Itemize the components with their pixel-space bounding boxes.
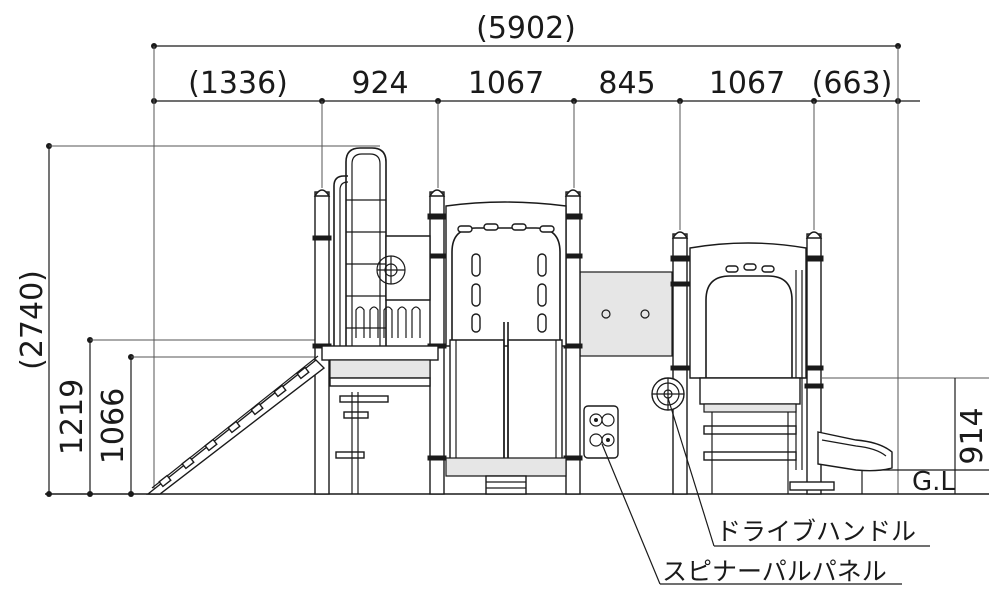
- callout-leaders: [601, 397, 930, 585]
- drive-handle: [651, 377, 685, 411]
- dimension-segment-4: 845: [598, 66, 655, 101]
- height-1219-label: 1219: [55, 379, 90, 455]
- callout-spinner-panel: スピナーパルパネル: [662, 557, 887, 586]
- spinner-panel: [583, 405, 619, 459]
- dimension-segment-6: (663): [812, 66, 893, 101]
- play-structure: [145, 147, 893, 495]
- dimension-segment-5: 1067: [709, 66, 785, 101]
- dimension-segment-1: (1336): [188, 66, 288, 101]
- callout-drive-handle: ドライブハンドル: [716, 517, 916, 546]
- top-dimensions: [151, 43, 920, 494]
- dimension-segment-3: 1067: [468, 66, 544, 101]
- ground-level-label: G.L: [912, 467, 955, 497]
- height-1066-label: 1066: [96, 388, 131, 464]
- overall-height-label: (2740): [15, 270, 50, 370]
- dimension-segment-2: 924: [351, 66, 408, 101]
- overall-width-label: (5902): [476, 11, 576, 46]
- right-dimension: [822, 377, 989, 494]
- height-914-label: 914: [955, 407, 989, 464]
- left-dimensions: [46, 143, 380, 497]
